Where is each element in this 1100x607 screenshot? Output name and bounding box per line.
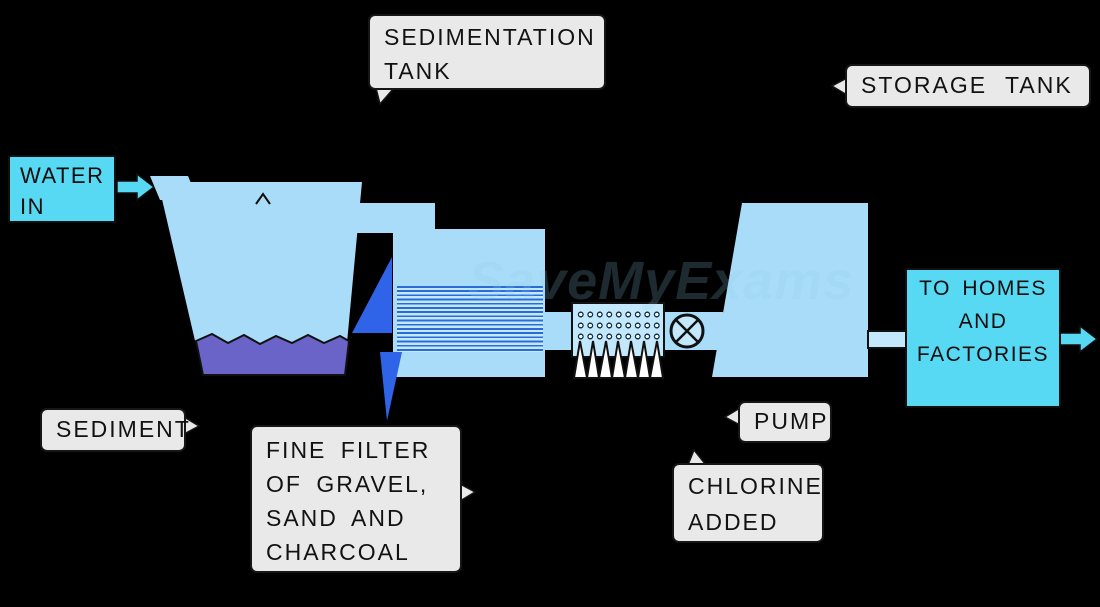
storage-outlet-pipe: [867, 330, 909, 349]
fine-filter-line4: CHARCOAL: [266, 539, 410, 565]
fine-filter-pointer-upper: [352, 257, 392, 333]
label-fine-filter: FINE FILTER OF GRAVEL, SAND AND CHARCOAL: [250, 425, 462, 573]
sedimentation-tank-body: [158, 182, 362, 375]
water-surface-tick: [255, 192, 271, 205]
label-sediment: SEDIMENT: [40, 408, 189, 452]
fine-filter-line3: SAND AND: [266, 505, 406, 531]
label-storage-tank: STORAGE TANK: [845, 64, 1091, 108]
label-pump: PUMP: [738, 401, 832, 443]
label-chlorine-added: CHLORINE ADDED: [672, 463, 824, 543]
tank-to-filter-channel: [355, 203, 435, 233]
water-in-box: WATER IN: [8, 155, 116, 223]
chlorine-line1: CHLORINE: [688, 473, 823, 499]
pump-cross-line-2: [675, 319, 699, 343]
water-out-arrow: [1059, 324, 1099, 354]
storage-tank-text: STORAGE TANK: [861, 72, 1073, 98]
chlorine-bubbles: [576, 309, 661, 342]
fine-filter-line2: OF GRAVEL,: [266, 471, 429, 497]
water-in-line1: WATER: [20, 163, 105, 188]
sediment-layer: [194, 332, 351, 376]
sedimentation-tank-line1: SEDIMENTATION: [384, 24, 596, 50]
to-homes-line1: TO: [919, 277, 951, 300]
fine-filter-pointer-lower: [380, 352, 402, 421]
chlorine-injector-spikes: [572, 340, 665, 379]
fine-filter-label-tail: [459, 482, 477, 503]
storage-tank-body: [712, 203, 868, 377]
to-homes-box: TO HOMES AND FACTORIES: [905, 268, 1061, 408]
to-homes-line4: FACTORIES: [916, 343, 1050, 366]
sedimentation-tank-line2: TANK: [384, 58, 452, 84]
to-homes-line3: AND: [958, 310, 1008, 333]
to-homes-line2: HOMES: [962, 277, 1047, 300]
chlorine-line2: ADDED: [688, 509, 779, 535]
label-sedimentation-tank: SEDIMENTATION TANK: [368, 14, 606, 90]
sedimentation-label-tail: [375, 87, 396, 106]
fine-filter-stripes: [397, 286, 543, 352]
fine-filter-line1: FINE FILTER: [266, 437, 431, 463]
water-in-arrow: [116, 172, 156, 202]
pump-text: PUMP: [754, 408, 829, 434]
sediment-text: SEDIMENT: [56, 416, 191, 442]
water-in-line2: IN: [20, 194, 45, 219]
